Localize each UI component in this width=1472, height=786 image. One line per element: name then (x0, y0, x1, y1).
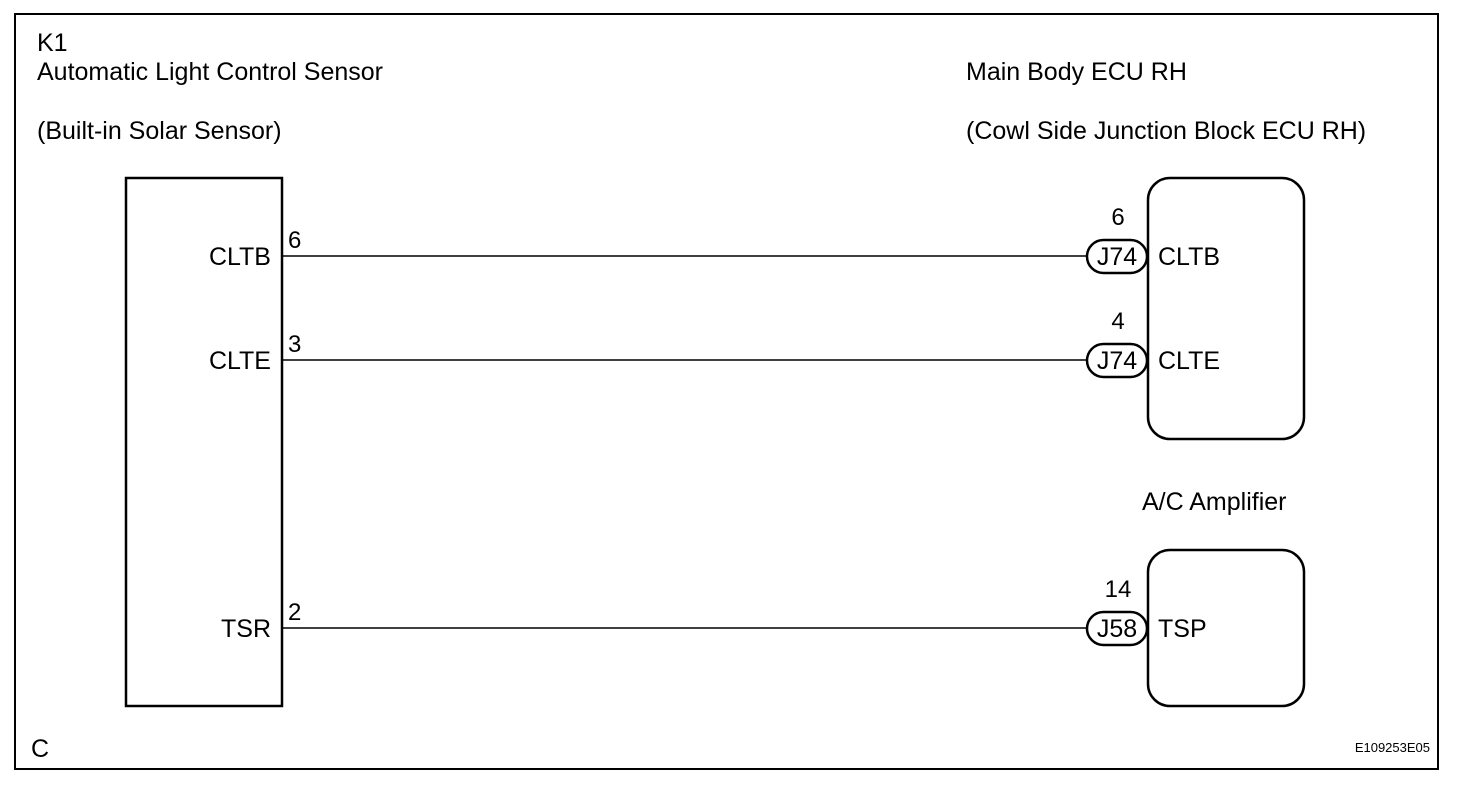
ecu-box (1146, 176, 1306, 441)
ecu-pin-cltb: 6 (1111, 204, 1124, 231)
connector-label-clte: J74 (1097, 347, 1137, 375)
sensor-terminal-cltb: CLTB (209, 243, 271, 271)
sensor-pin-tsr: 2 (288, 599, 301, 626)
figure-code: E109253E05 (1355, 740, 1430, 755)
ecu-pin-clte: 4 (1111, 308, 1124, 335)
amplifier-terminal-tsp: TSP (1158, 615, 1207, 643)
sensor-subtitle: (Built-in Solar Sensor) (37, 117, 282, 145)
sensor-name: Automatic Light Control Sensor (37, 58, 383, 86)
ecu-terminal-clte: CLTE (1158, 347, 1220, 375)
sensor-pin-cltb: 6 (288, 227, 301, 254)
amplifier-pin-tsp: 14 (1105, 576, 1132, 603)
ecu-terminal-cltb: CLTB (1158, 243, 1220, 271)
connector-j58-tsp (1085, 610, 1149, 647)
sensor-box (124, 176, 284, 708)
connector-label-tsp: J58 (1097, 615, 1137, 643)
connector-j74-clte (1085, 342, 1149, 379)
connector-j74-cltb (1085, 238, 1149, 275)
ecu-subtitle: (Cowl Side Junction Block ECU RH) (966, 117, 1366, 145)
sensor-terminal-clte: CLTE (209, 347, 271, 375)
sensor-pin-clte: 3 (288, 331, 301, 358)
diagram-frame (14, 13, 1439, 770)
corner-label-bottom-left: C (31, 735, 49, 763)
amplifier-name: A/C Amplifier (1142, 488, 1286, 516)
sensor-terminal-tsr: TSR (221, 615, 271, 643)
connector-label-cltb: J74 (1097, 243, 1137, 271)
ecu-name: Main Body ECU RH (966, 58, 1187, 86)
corner-label-top-left: K1 (37, 29, 68, 57)
